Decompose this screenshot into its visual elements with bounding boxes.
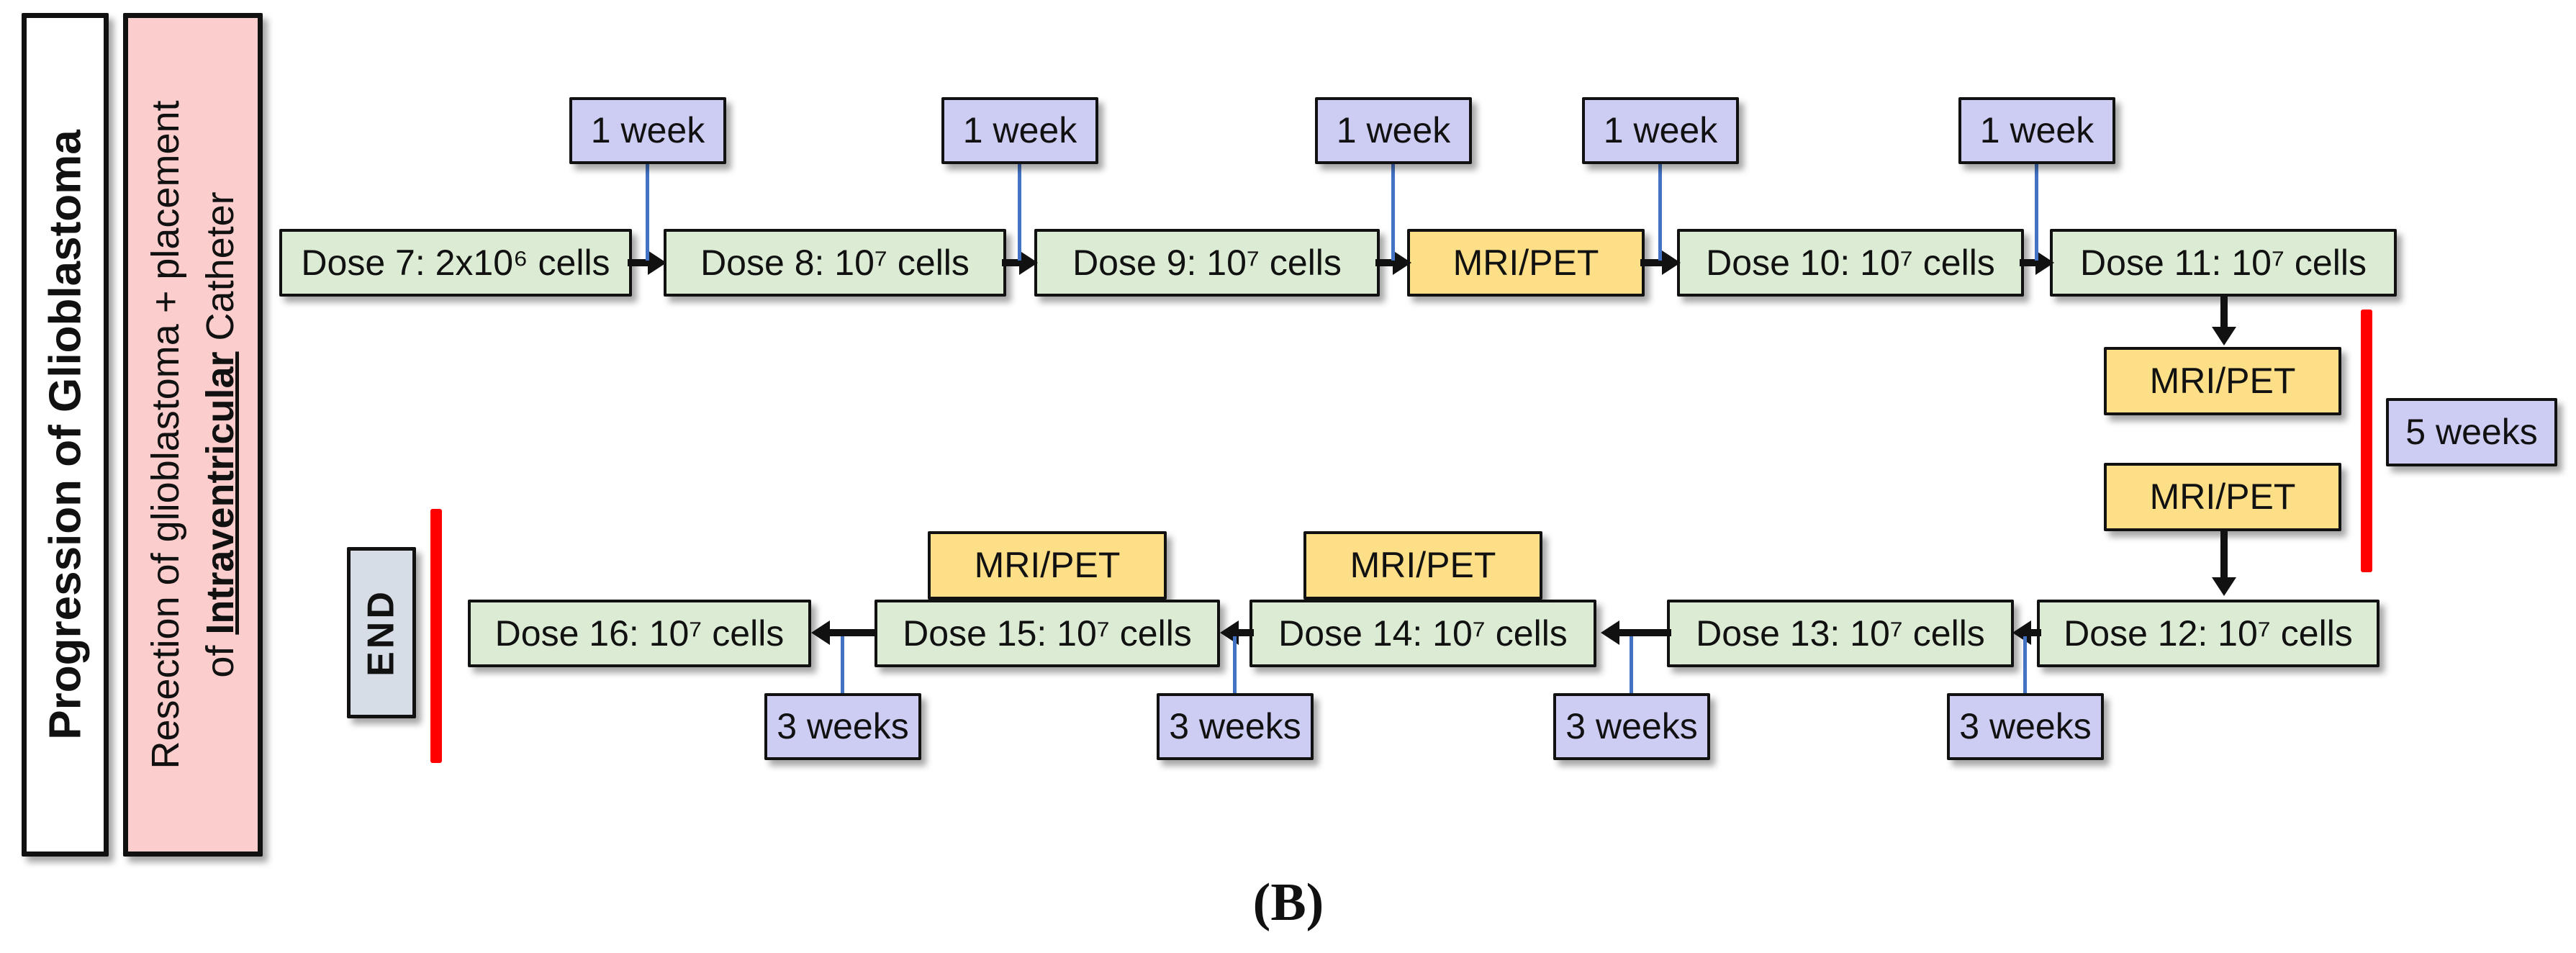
connector-1week-1 xyxy=(646,163,649,261)
box-dose-15-label: Dose 15: 10⁷ cells xyxy=(903,613,1192,654)
box-dose-13: Dose 13: 10⁷ cells xyxy=(1667,600,2014,667)
interval-1week-5: 1 week xyxy=(1958,97,2115,164)
arrow-dose11-mripet1 xyxy=(2220,297,2228,327)
interval-3weeks-2-label: 3 weeks xyxy=(1169,706,1301,747)
interval-1week-1-label: 1 week xyxy=(590,110,705,151)
box-dose-12-label: Dose 12: 10⁷ cells xyxy=(2064,613,2353,654)
interval-1week-2-label: 1 week xyxy=(962,110,1077,151)
box-mri-pet-above-dose15: MRI/PET xyxy=(928,531,1167,600)
connector-3weeks-2 xyxy=(1233,636,1237,693)
box-dose-10: Dose 10: 10⁷ cells xyxy=(1677,229,2024,297)
phase-bar-end xyxy=(430,509,442,763)
box-mri-pet-right-1: MRI/PET xyxy=(2104,347,2341,415)
arrow-dose10-dose11 xyxy=(2020,259,2035,266)
arrow-mripet2-dose12 xyxy=(2220,531,2228,577)
interval-1week-4: 1 week xyxy=(1582,97,1739,164)
interval-1week-2: 1 week xyxy=(941,97,1098,164)
interval-3weeks-1-label: 3 weeks xyxy=(777,706,909,747)
resection-label-line2: of Intraventricular Catheter xyxy=(193,21,248,849)
connector-3weeks-4 xyxy=(2023,636,2027,693)
interval-3weeks-3-label: 3 weeks xyxy=(1565,706,1698,747)
interval-1week-1: 1 week xyxy=(569,97,726,164)
interval-3weeks-4-label: 3 weeks xyxy=(1959,706,2092,747)
end-label: END xyxy=(360,589,402,677)
interval-1week-3: 1 week xyxy=(1315,97,1472,164)
box-dose-8-label: Dose 8: 10⁷ cells xyxy=(700,242,970,283)
resection-line2-intraventricular: Intraventricular xyxy=(199,351,242,635)
interval-1week-5-label: 1 week xyxy=(1979,110,2094,151)
phase-bar-5weeks xyxy=(2361,310,2372,572)
arrow-dose7-dose8 xyxy=(628,259,648,266)
connector-3weeks-3 xyxy=(1630,636,1633,693)
connector-1week-4 xyxy=(1658,163,1662,261)
resection-label-line1: Resection of glioblastoma + placement xyxy=(144,100,187,769)
box-dose-10-label: Dose 10: 10⁷ cells xyxy=(1706,242,1995,283)
resection-catheter-box: Resection of glioblastoma + placement of… xyxy=(123,13,263,857)
resection-line2-pre: of xyxy=(199,634,242,678)
box-mri-pet-right-2: MRI/PET xyxy=(2104,463,2341,531)
box-mri-pet-top-row-label: MRI/PET xyxy=(1452,242,1599,283)
box-dose-15: Dose 15: 10⁷ cells xyxy=(875,600,1220,667)
box-mri-pet-right-2-label: MRI/PET xyxy=(2149,476,2296,518)
box-dose-9: Dose 9: 10⁷ cells xyxy=(1034,229,1380,297)
box-mri-pet-above-dose15-label: MRI/PET xyxy=(974,545,1121,586)
arrow-dose13-dose14 xyxy=(1619,629,1671,636)
resection-line2-post: Catheter xyxy=(199,191,242,352)
box-dose-11: Dose 11: 10⁷ cells xyxy=(2050,229,2397,297)
box-dose-12: Dose 12: 10⁷ cells xyxy=(2037,600,2380,667)
interval-3weeks-1: 3 weeks xyxy=(764,693,921,760)
interval-3weeks-3: 3 weeks xyxy=(1553,693,1710,760)
connector-1week-2 xyxy=(1018,163,1021,261)
connector-3weeks-1 xyxy=(841,636,844,693)
interval-5weeks: 5 weeks xyxy=(2386,398,2557,466)
box-dose-13-label: Dose 13: 10⁷ cells xyxy=(1696,613,1985,654)
progression-label: Progression of Glioblastoma xyxy=(40,130,90,740)
box-dose-14: Dose 14: 10⁷ cells xyxy=(1249,600,1596,667)
box-dose-16-label: Dose 16: 10⁷ cells xyxy=(494,613,785,654)
box-dose-16: Dose 16: 10⁷ cells xyxy=(468,600,811,667)
box-mri-pet-right-1-label: MRI/PET xyxy=(2149,361,2296,402)
arrow-dose12-dose13 xyxy=(2031,629,2041,636)
box-dose-11-label: Dose 11: 10⁷ cells xyxy=(2080,242,2367,283)
box-mri-pet-above-dose14-label: MRI/PET xyxy=(1350,545,1496,586)
box-mri-pet-above-dose14: MRI/PET xyxy=(1303,531,1542,600)
interval-3weeks-4: 3 weeks xyxy=(1947,693,2104,760)
arrow-dose15-dose16 xyxy=(830,629,877,636)
box-mri-pet-top-row: MRI/PET xyxy=(1407,229,1645,297)
interval-1week-4-label: 1 week xyxy=(1603,110,1718,151)
connector-1week-5 xyxy=(2035,163,2038,261)
box-dose-9-label: Dose 9: 10⁷ cells xyxy=(1072,242,1342,283)
interval-1week-3-label: 1 week xyxy=(1336,110,1451,151)
arrow-dose14-dose15 xyxy=(1239,629,1254,636)
box-dose-7-label: Dose 7: 2x10⁶ cells xyxy=(301,242,610,283)
interval-3weeks-2: 3 weeks xyxy=(1157,693,1314,760)
interval-5weeks-label: 5 weeks xyxy=(2405,412,2538,453)
box-dose-8: Dose 8: 10⁷ cells xyxy=(664,229,1006,297)
arrow-dose8-dose9 xyxy=(1002,259,1019,266)
box-end: END xyxy=(347,547,416,718)
arrow-dose9-mripet xyxy=(1375,259,1393,266)
figure-caption: (B) xyxy=(1252,873,1324,932)
arrow-mripet-dose10 xyxy=(1640,259,1662,266)
box-dose-7: Dose 7: 2x10⁶ cells xyxy=(279,229,632,297)
box-dose-14-label: Dose 14: 10⁷ cells xyxy=(1278,613,1568,654)
progression-of-glioblastoma-box: Progression of Glioblastoma xyxy=(22,13,109,857)
connector-1week-3 xyxy=(1391,163,1395,261)
